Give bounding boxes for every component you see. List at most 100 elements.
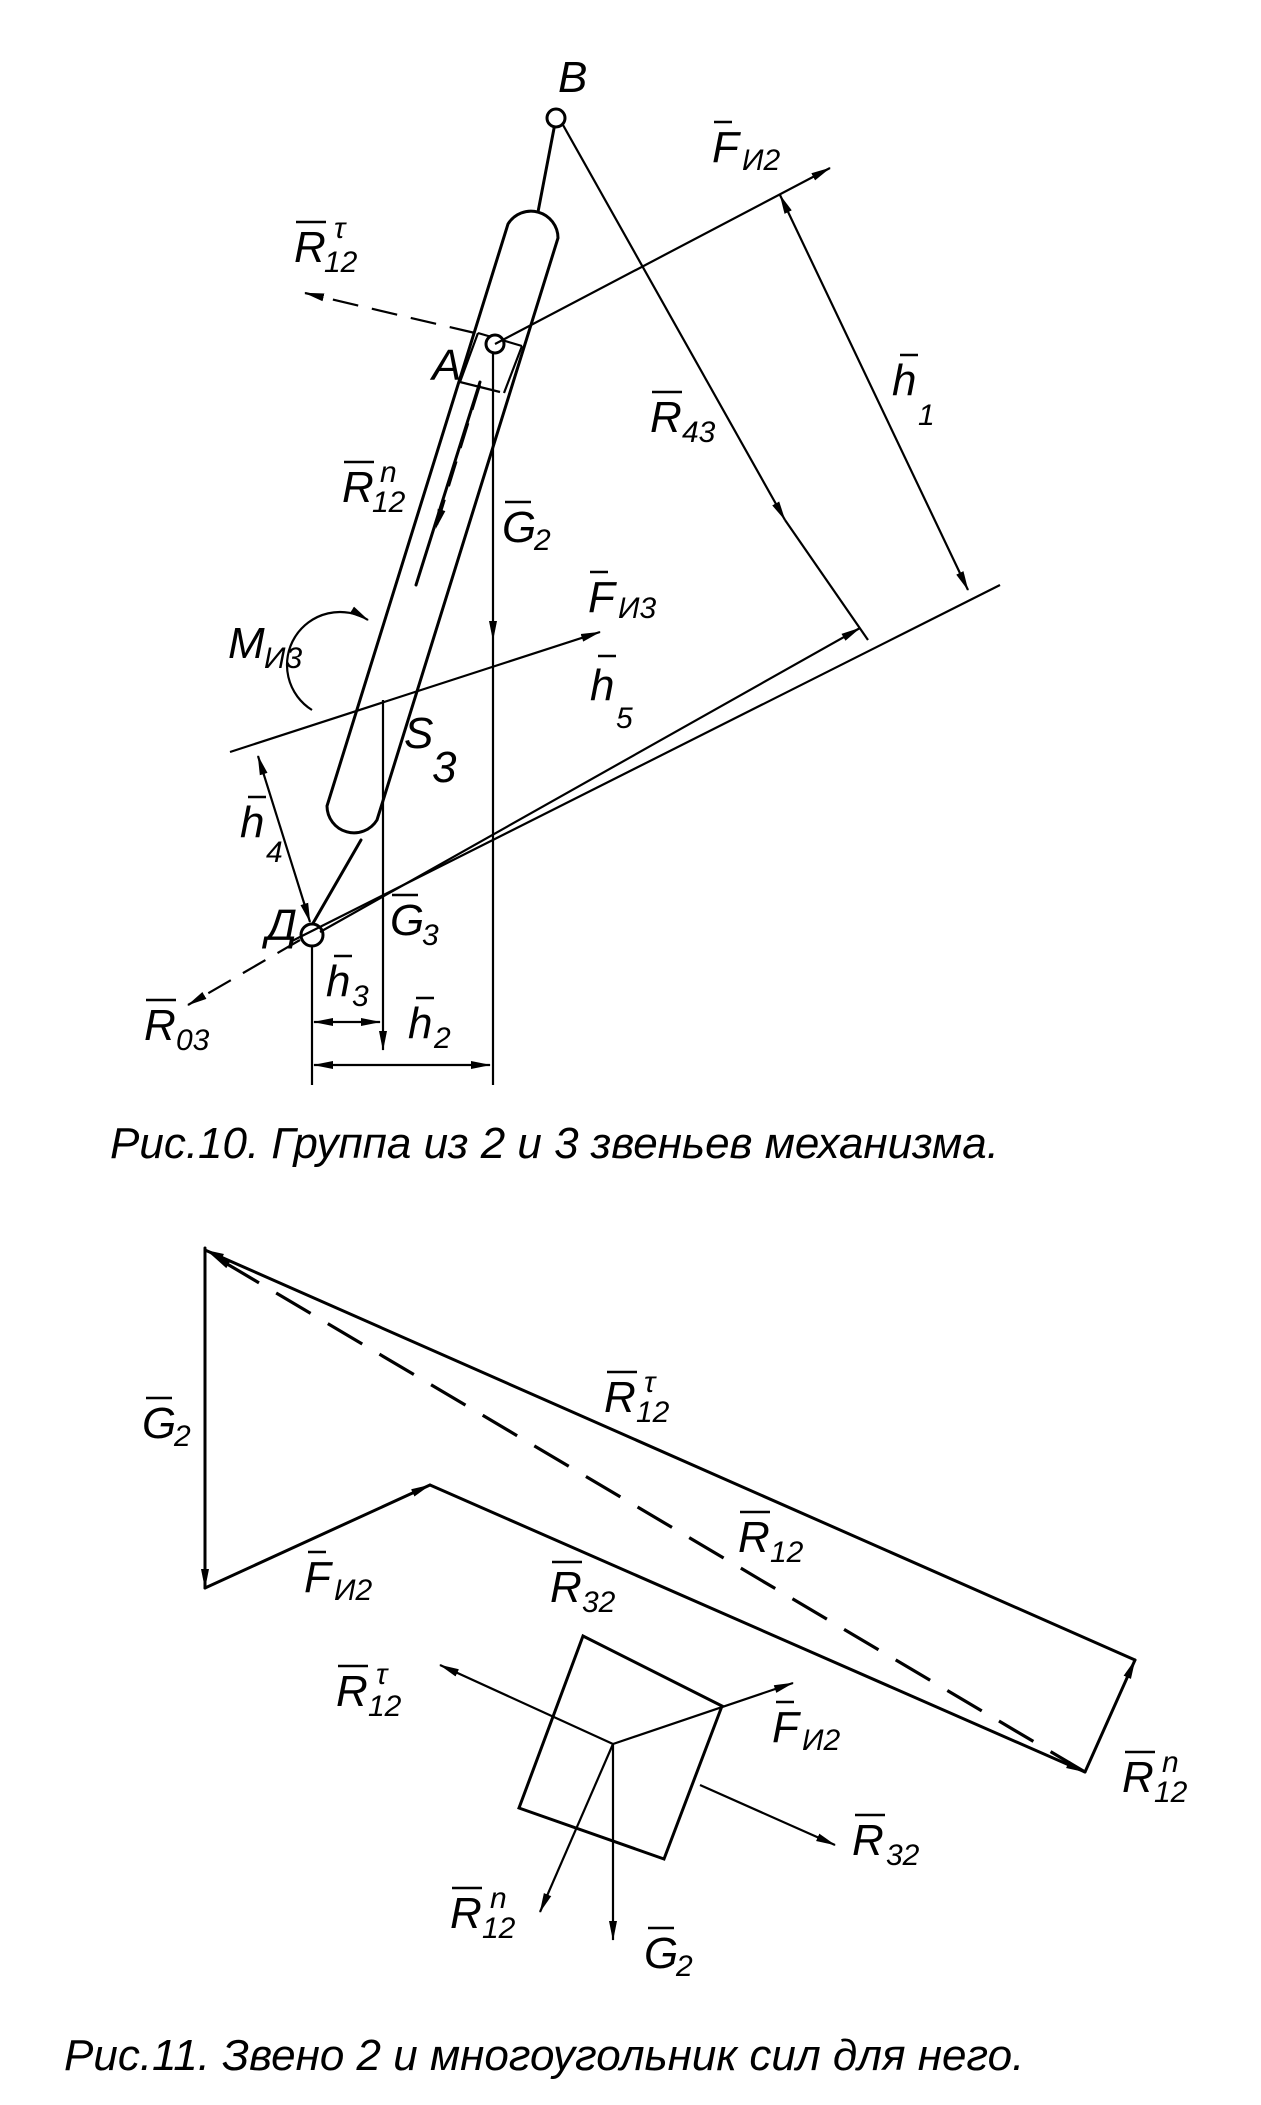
label-B: B (558, 53, 587, 102)
label-poly-R12: R 12 (738, 1510, 804, 1569)
svg-text:h: h (408, 999, 432, 1048)
label-poly-R32: R 32 (550, 1560, 616, 1619)
svg-text:5: 5 (616, 702, 633, 735)
fb-R12-n-arrow (538, 1743, 615, 1913)
svg-text:h: h (892, 356, 916, 405)
svg-text:R: R (852, 1816, 884, 1865)
label-h1: h 1 (892, 353, 935, 432)
label-G2: G 2 (502, 500, 551, 557)
svg-text:12: 12 (770, 1536, 804, 1569)
svg-text:h: h (240, 798, 264, 847)
figure-11: G 2 R τ 12 R 12 F И2 R 32 R n 12 (64, 1246, 1188, 2080)
polygon-R12-resultant (211, 1253, 1086, 1774)
polygon-R32-vector (428, 1483, 1087, 1774)
svg-text:1: 1 (918, 399, 935, 432)
link-3-rocker (310, 209, 560, 927)
force-F-I3-arrow (229, 630, 601, 754)
svg-text:τ: τ (644, 1366, 657, 1399)
h5-dimension (319, 627, 861, 933)
force-R12-tau-arrow (304, 291, 476, 335)
svg-text:R: R (604, 1373, 636, 1422)
link-2-rod (536, 116, 558, 214)
h1-dimension (779, 194, 969, 591)
label-R12-tau: R τ 12 (294, 212, 358, 279)
label-fb-R12-tau: R τ 12 (336, 1658, 402, 1723)
svg-text:R: R (342, 463, 374, 512)
svg-text:R: R (294, 223, 326, 272)
svg-text:F: F (304, 1553, 333, 1602)
svg-text:R: R (1122, 1753, 1154, 1802)
force-F-I2-arrow (494, 167, 831, 345)
label-fb-R12-n: R n 12 (450, 1882, 516, 1945)
label-poly-R12-n: R n 12 (1122, 1746, 1188, 1809)
polygon-F-I2-vector (203, 1483, 432, 1590)
svg-text:12: 12 (636, 1396, 670, 1429)
caption-fig-10: Рис.10. Группа из 2 и 3 звеньев механизм… (110, 1119, 999, 1168)
label-poly-R12-tau: R τ 12 (604, 1366, 670, 1429)
svg-text:12: 12 (372, 486, 406, 519)
svg-text:2: 2 (173, 1420, 191, 1453)
svg-text:h: h (326, 957, 350, 1006)
label-fb-R32: R 32 (852, 1813, 920, 1872)
label-h5: h 5 (590, 654, 633, 735)
svg-text:G: G (142, 1399, 176, 1448)
link-2-free-body (517, 1633, 724, 1861)
svg-text:R: R (336, 1667, 368, 1716)
svg-text:n: n (490, 1882, 507, 1915)
svg-text:G: G (390, 896, 424, 945)
force-R12-n-arrow (434, 384, 482, 529)
fb-F-I2-arrow (612, 1681, 794, 1746)
svg-text:R: R (450, 1889, 482, 1938)
polygon-R12-n-vector (1083, 1658, 1137, 1774)
svg-text:τ: τ (376, 1658, 389, 1691)
svg-text:2: 2 (433, 1022, 451, 1055)
fb-R12-tau-arrow (439, 1663, 614, 1746)
joint-B (545, 107, 567, 129)
svg-text:12: 12 (368, 1690, 402, 1723)
moment-M-I3-arc (285, 606, 369, 711)
svg-text:03: 03 (176, 1024, 210, 1057)
svg-text:12: 12 (482, 1912, 516, 1945)
svg-text:И3: И3 (264, 642, 302, 675)
label-h3: h 3 (326, 954, 369, 1013)
label-R03: R 03 (144, 998, 210, 1057)
label-D: Д (261, 901, 297, 950)
svg-text:M: M (228, 619, 265, 668)
svg-text:3: 3 (432, 743, 457, 792)
svg-text:R: R (738, 1513, 770, 1562)
label-R43: R 43 (650, 390, 716, 449)
svg-text:n: n (380, 456, 397, 489)
force-R03-arrow (187, 939, 301, 1006)
svg-text:R: R (144, 1001, 176, 1050)
svg-text:И2: И2 (742, 144, 780, 177)
force-R43-arrow (562, 124, 786, 521)
label-poly-G2: G 2 (142, 1396, 191, 1453)
svg-text:32: 32 (886, 1839, 920, 1872)
label-F-I2: F И2 (712, 120, 780, 177)
label-fb-F-I2: F И2 (772, 1700, 840, 1757)
polygon-R12-tau-vector (203, 1248, 1137, 1662)
svg-text:2: 2 (533, 524, 551, 557)
svg-text:И3: И3 (618, 592, 656, 625)
svg-text:R: R (550, 1563, 582, 1612)
label-M-I3: M И3 (228, 619, 302, 675)
label-A: A (429, 341, 461, 390)
svg-text:И2: И2 (334, 1574, 372, 1607)
svg-text:n: n (1162, 1746, 1179, 1779)
svg-text:32: 32 (582, 1586, 616, 1619)
svg-text:12: 12 (1154, 1776, 1188, 1809)
svg-text:43: 43 (682, 416, 716, 449)
label-R12-n: R n 12 (342, 456, 406, 519)
svg-text:F: F (712, 123, 741, 172)
svg-text:h: h (590, 661, 614, 710)
svg-text:R: R (650, 393, 682, 442)
label-G3: G 3 (390, 893, 439, 952)
label-h2: h 2 (408, 996, 451, 1055)
fb-R32-arrow (699, 1783, 836, 1847)
svg-text:3: 3 (422, 919, 439, 952)
svg-text:4: 4 (266, 836, 283, 869)
svg-text:G: G (502, 503, 536, 552)
h4-dimension (256, 755, 312, 923)
svg-text:3: 3 (352, 980, 369, 1013)
